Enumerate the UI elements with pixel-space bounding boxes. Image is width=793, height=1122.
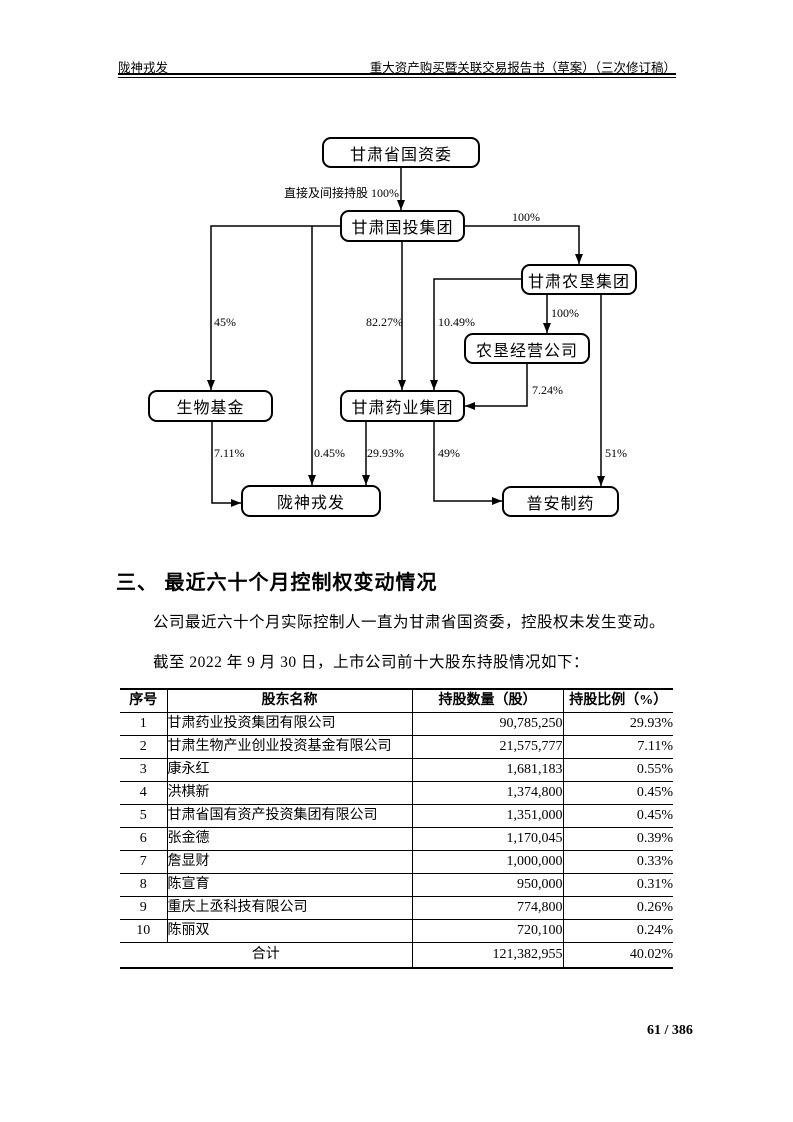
table-row: 7 詹显财 1,000,000 0.33% [120,850,673,874]
table-header-row: 序号 股东名称 持股数量（股） 持股比例（%） [120,688,673,713]
header-right-title: 重大资产购买暨关联交易报告书（草案）（三次修订稿） [369,61,676,75]
edge-label-45: 45% [214,315,236,329]
cell-shares: 1,000,000 [411,850,564,874]
cell-shares: 1,170,045 [411,827,564,851]
cell-shareholder-name: 张金德 [166,827,413,851]
cell-ratio: 0.55% [562,758,673,782]
cell-index: 8 [120,873,168,897]
cell-ratio: 0.24% [562,919,673,943]
cell-total-shares: 121,382,955 [411,942,564,968]
cell-shares: 950,000 [411,873,564,897]
table-row: 2 甘肃生物产业创业投资基金有限公司 21,575,777 7.11% [120,735,673,759]
cell-shares: 1,681,183 [411,758,564,782]
node-nongken-jingying: 农垦经营公司 [464,333,590,364]
cell-ratio: 0.39% [562,827,673,851]
edge-label-29-93: 29.93% [367,446,404,460]
cell-shareholder-name: 陈丽双 [166,919,413,943]
node-longshen-rongfa: 陇神戎发 [241,485,381,517]
cell-shares: 90,785,250 [411,712,564,736]
edge-label-100-top: 100% [512,210,540,224]
edge-label-7-24: 7.24% [532,383,563,397]
cell-index: 10 [120,919,168,943]
cell-index: 7 [120,850,168,874]
col-header-shares: 持股数量（股） [411,688,564,713]
edge-label-10-49: 10.49% [438,315,475,329]
cell-ratio: 0.45% [562,804,673,828]
table-row: 9 重庆上丞科技有限公司 774,800 0.26% [120,896,673,920]
ownership-structure-chart: 甘肃省国资委 甘肃国投集团 甘肃农垦集团 农垦经营公司 生物基金 甘肃药业集团 … [0,0,793,560]
paragraph-control-change: 公司最近六十个月实际控制人一直为甘肃省国资委，控股权未发生变动。 [153,614,666,631]
cell-ratio: 0.45% [562,781,673,805]
node-provincial-sasac: 甘肃省国资委 [322,137,480,168]
cell-ratio: 7.11% [562,735,673,759]
shareholders-table: 序号 股东名称 持股数量（股） 持股比例（%） 1 甘肃药业投资集团有限公司 9… [120,688,673,969]
node-bio-fund: 生物基金 [148,390,273,422]
cell-shares: 1,374,800 [411,781,564,805]
section-heading: 三、 最近六十个月控制权变动情况 [116,572,438,594]
table-row: 6 张金德 1,170,045 0.39% [120,827,673,851]
cell-index: 9 [120,896,168,920]
cell-index: 6 [120,827,168,851]
table-row: 8 陈宣育 950,000 0.31% [120,873,673,897]
cell-shareholder-name: 甘肃生物产业创业投资基金有限公司 [166,735,413,759]
cell-ratio: 29.93% [562,712,673,736]
table-row: 3 康永红 1,681,183 0.55% [120,758,673,782]
cell-index: 1 [120,712,168,736]
table-row: 5 甘肃省国有资产投资集团有限公司 1,351,000 0.45% [120,804,673,828]
table-row: 10 陈丽双 720,100 0.24% [120,919,673,943]
table-total-row: 合计 121,382,955 40.02% [120,942,673,968]
edge-label-49: 49% [438,446,460,460]
cell-shares: 720,100 [411,919,564,943]
edge-label-82-27: 82.27% [366,315,403,329]
cell-shareholder-name: 重庆上丞科技有限公司 [166,896,413,920]
cell-ratio: 0.31% [562,873,673,897]
cell-shares: 774,800 [411,896,564,920]
cell-shareholder-name: 陈宣育 [166,873,413,897]
cell-index: 3 [120,758,168,782]
paragraph-table-intro: 截至 2022 年 9 月 30 日，上市公司前十大股东持股情况如下： [153,654,590,671]
col-header-name: 股东名称 [166,688,413,713]
header-rule-thick [118,73,676,75]
cell-shareholder-name: 詹显财 [166,850,413,874]
cell-index: 2 [120,735,168,759]
cell-shareholder-name: 甘肃省国有资产投资集团有限公司 [166,804,413,828]
page-number: 61 / 386 [647,1023,693,1038]
cell-shareholder-name: 甘肃药业投资集团有限公司 [166,712,413,736]
page-header: 陇神戎发 重大资产购买暨关联交易报告书（草案）（三次修订稿） [118,57,676,76]
node-guotou-group: 甘肃国投集团 [340,210,465,242]
col-header-index: 序号 [120,688,168,713]
connector-lines [207,168,605,507]
col-header-ratio: 持股比例（%） [562,688,673,713]
cell-total-label: 合计 [120,942,413,968]
node-nongken-group: 甘肃农垦集团 [521,264,637,295]
edge-label-7-11: 7.11% [214,446,245,460]
edge-label-0-45: 0.45% [314,446,345,460]
cell-shares: 21,575,777 [411,735,564,759]
node-pharma-group: 甘肃药业集团 [340,390,465,422]
cell-ratio: 0.33% [562,850,673,874]
edge-label-direct-100: 直接及间接持股 100% [284,186,399,200]
edge-label-51: 51% [605,446,627,460]
cell-index: 5 [120,804,168,828]
cell-shareholder-name: 康永红 [166,758,413,782]
edge-label-100-mid: 100% [551,306,579,320]
cell-ratio: 0.26% [562,896,673,920]
header-rule-thin [118,77,676,78]
table-row: 1 甘肃药业投资集团有限公司 90,785,250 29.93% [120,712,673,736]
cell-shares: 1,351,000 [411,804,564,828]
cell-index: 4 [120,781,168,805]
cell-total-ratio: 40.02% [562,942,673,968]
cell-shareholder-name: 洪棋新 [166,781,413,805]
header-left-title: 陇神戎发 [118,61,169,75]
node-puan-pharma: 普安制药 [502,486,619,517]
table-row: 4 洪棋新 1,374,800 0.45% [120,781,673,805]
